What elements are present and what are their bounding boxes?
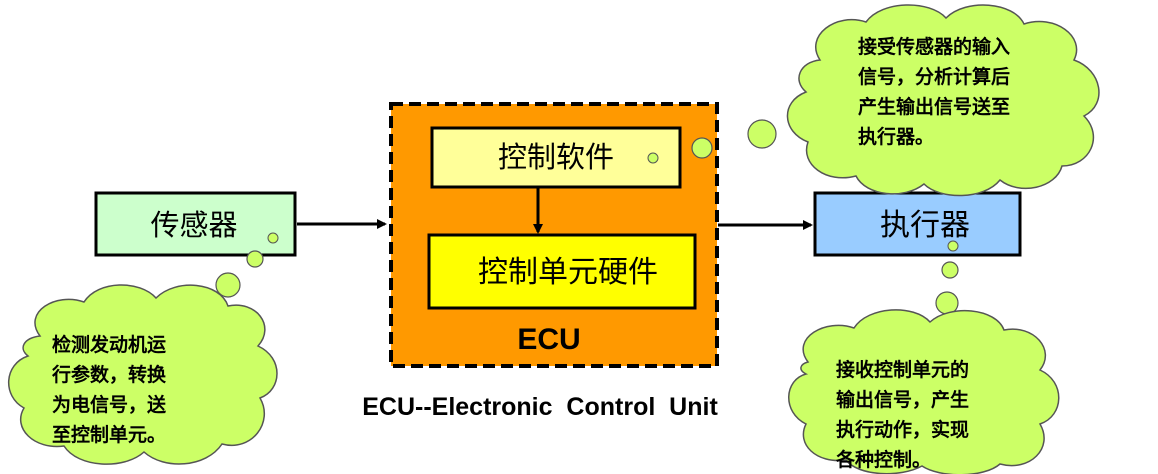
ecu-cloud-shape	[786, 4, 1100, 197]
ecu-note-line: 执行器。	[858, 125, 934, 148]
sensor-note-line: 为电信号，送	[52, 393, 167, 416]
actuator-note-line: 各种控制。	[835, 448, 931, 471]
sensor-note-line: 行参数，转换	[51, 363, 167, 386]
sensor-dot	[267, 232, 279, 244]
sensor-cloud-bubble-small	[246, 250, 264, 268]
sensor-note-line: 检测发动机运	[52, 333, 166, 356]
software-dot	[647, 152, 659, 164]
ecu-cloud-bubble-mid	[747, 119, 777, 149]
sensor-label: 传感器	[150, 208, 237, 242]
ecu-note-line: 信号，分析计算后	[858, 65, 1010, 88]
sensor-note-cloud: 检测发动机运 行参数，转换 为电信号，送 至控制单元。	[8, 250, 278, 465]
ecu-cloud-bubble-small	[691, 137, 713, 159]
ecu-label: ECU	[517, 323, 580, 356]
actuator-note-line: 输出信号，产生	[836, 388, 969, 411]
control-hardware-box	[427, 233, 697, 310]
sensor-box	[94, 191, 297, 257]
sensor-cloud-shape	[8, 284, 278, 465]
sensor-note-text: 检测发动机运 行参数，转换 为电信号，送 至控制单元。	[51, 333, 173, 446]
actuator-cloud-bubble-small	[941, 261, 959, 279]
sensor-note-line: 至控制单元。	[52, 423, 166, 446]
actuator-cloud-shape	[788, 309, 1060, 474]
actuator-note-line: 执行动作，实现	[836, 418, 969, 441]
ecu-caption: ECU--Electronic Control Unit	[362, 393, 718, 421]
ecu-block: 控制软件 控制单元硬件 ECU	[389, 102, 719, 368]
actuator-note-text: 接收控制单元的 输出信号，产生 执行动作，实现 各种控制。	[835, 358, 976, 471]
actuator-node: 执行器	[813, 191, 1022, 257]
control-hardware-label: 控制单元硬件	[478, 255, 658, 290]
ecu-note-cloud: 接受传感器的输入 信号，分析计算后 产生输出信号送至 执行器。	[691, 4, 1100, 197]
ecu-note-text: 接受传感器的输入 信号，分析计算后 产生输出信号送至 执行器。	[858, 35, 1017, 148]
actuator-box	[813, 191, 1022, 257]
actuator-note-cloud: 接收控制单元的 输出信号，产生 执行动作，实现 各种控制。	[788, 261, 1060, 474]
sensor-node: 传感器	[94, 191, 297, 257]
ecu-note-line: 接受传感器的输入	[858, 35, 1010, 58]
sensor-cloud-bubble-large	[215, 272, 241, 298]
control-software-box	[430, 126, 682, 189]
ecu-note-line: 产生输出信号送至	[858, 95, 1010, 118]
control-software-label: 控制软件	[498, 140, 614, 174]
actuator-dot	[947, 240, 959, 252]
actuator-label: 执行器	[880, 208, 970, 243]
actuator-note-line: 接收控制单元的	[836, 358, 969, 381]
